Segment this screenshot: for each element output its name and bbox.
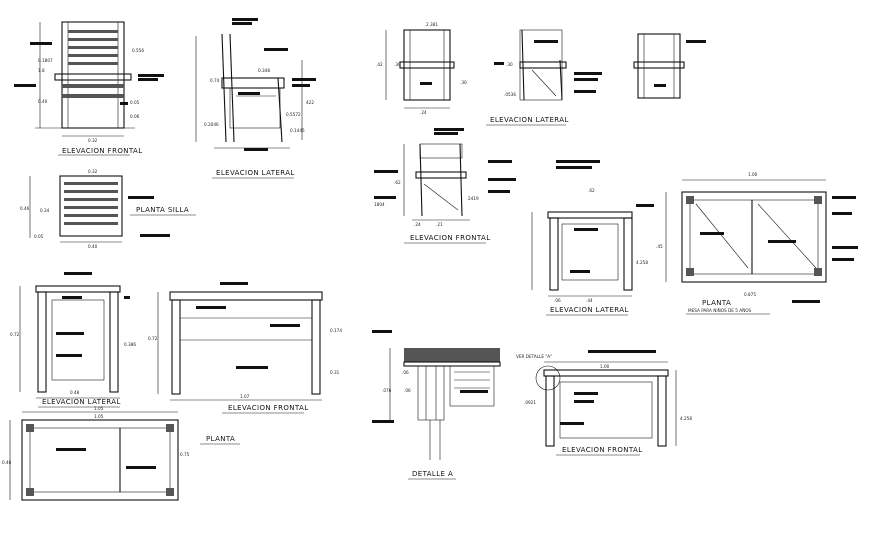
- dim-label: .0921: [524, 400, 536, 405]
- table-side-elevation: 0.72 0.48 ELEVACION LATERAL: [10, 272, 130, 408]
- dim-label: .45: [656, 244, 663, 249]
- dim-label: 0.32: [88, 138, 98, 143]
- dim-label: .62: [394, 180, 401, 185]
- dim-label: 1.05: [94, 414, 104, 419]
- dim-label: .076: [382, 388, 392, 393]
- dim-label: .06: [404, 388, 411, 393]
- dim-label: 0.1807: [38, 58, 53, 63]
- dim-label: 0.05: [34, 234, 44, 239]
- chair-front-elevation: 0.556 0.1807 1.8 0.40 0.32 0.05 0.06 ELE…: [14, 21, 164, 156]
- dim-label: 1.8: [38, 68, 45, 73]
- dim-label: 0.72: [10, 332, 20, 337]
- chair-side-elevation: 0.74 0.348 0.5572 0.2046 0.1445 422 ELEV…: [195, 18, 316, 179]
- dim-label: .06: [554, 298, 561, 303]
- view-title: ELEVACION LATERAL: [490, 116, 569, 124]
- dim-label: .06: [402, 370, 409, 375]
- chair2-side-elevations: 2.381 .42 .30 .24 .30 .30 .0536 ELEVACIO…: [376, 22, 706, 126]
- view-title: ELEVACION FRONTAL: [410, 234, 491, 242]
- dim-label: 0.72: [148, 336, 158, 341]
- dim-label: 0.40: [38, 99, 48, 104]
- dim-label: .30: [506, 62, 513, 67]
- dim-label: 0.34: [40, 208, 50, 213]
- table-plan: 1.05 1.05 0.46 0.75 PLANTA: [2, 406, 240, 501]
- dim-label: 422: [306, 100, 314, 105]
- desk-side-elevation: .62 .06 .44 4.258 ELEVACION LATERAL: [531, 160, 654, 316]
- dim-label: 0.1445: [290, 128, 305, 133]
- dim-label: 0.31: [330, 370, 340, 375]
- view-title: ELEVACION FRONTAL: [562, 446, 643, 454]
- dim-label: 0.32: [88, 169, 98, 174]
- dim-label: 2419: [468, 196, 479, 201]
- view-title: DETALLE A: [412, 470, 453, 478]
- detail-callout: VER DETALLE "A": [516, 354, 552, 359]
- chair-plan: 0.32 0.34 0.40 0.46 0.05 PLANTA SILLA: [20, 169, 196, 249]
- dim-label: 1.00: [600, 364, 610, 369]
- dim-label: 2.381: [426, 22, 438, 27]
- dim-label: 0.2046: [204, 122, 219, 127]
- view-title: ELEVACION LATERAL: [42, 398, 121, 406]
- desk-front-elevation: VER DETALLE "A" 1.00 .0921 4.258 ELEVACI…: [516, 350, 692, 456]
- dim-label: 0.46: [20, 206, 30, 211]
- dim-label: .21: [436, 222, 443, 227]
- dim-label: .44: [586, 298, 593, 303]
- dim-label: 0.5572: [286, 112, 301, 117]
- dim-label: .24: [420, 110, 427, 115]
- dim-label: 1.00: [748, 172, 758, 177]
- dim-label: 0.875: [744, 292, 756, 297]
- dim-label: 4.258: [636, 260, 648, 265]
- view-title: ELEVACION LATERAL: [550, 306, 629, 314]
- dim-label: 1804: [374, 202, 385, 207]
- view-subtitle: MESA PARA NIÑOS DE 5 AÑOS: [688, 308, 752, 313]
- dim-label: 0.46: [2, 460, 12, 465]
- dim-label: .62: [588, 188, 595, 193]
- dim-label: 0.386: [124, 342, 136, 347]
- dim-label: 0.48: [70, 390, 80, 395]
- view-title: PLANTA SILLA: [136, 206, 189, 214]
- dim-label: 4.258: [680, 416, 692, 421]
- dim-label: 0.174: [330, 328, 342, 333]
- desk-plan: 1.00 0.875 .45 PLANTA MESA PARA NIÑOS DE…: [656, 172, 858, 315]
- dim-label: .42: [376, 62, 383, 67]
- detail-a: .076 .06 .06 DETALLE A: [372, 330, 501, 480]
- dim-label: 0.74: [210, 78, 220, 83]
- dim-label: .30: [394, 62, 401, 67]
- view-title: ELEVACION FRONTAL: [228, 404, 309, 412]
- view-title: PLANTA: [206, 435, 235, 443]
- dim-label: 0.05: [130, 100, 140, 105]
- dim-label: 0.556: [132, 48, 144, 53]
- dim-label: .0536: [504, 92, 516, 97]
- dim-label: .24: [414, 222, 421, 227]
- view-title: PLANTA: [702, 299, 731, 307]
- dim-label: 1.05: [94, 406, 104, 411]
- view-title: ELEVACION LATERAL: [216, 169, 295, 177]
- dim-label: 0.40: [88, 244, 98, 249]
- dim-label: 0.75: [180, 452, 190, 457]
- table-front-elevation: 0.72 0.174 0.386 0.31 1.07 ELEVACION FRO…: [124, 282, 342, 414]
- chair2-front-elevation: .62 1804 .24 .21 2419 ELEVACION FRONTAL: [374, 128, 516, 244]
- dim-label: .30: [460, 80, 467, 85]
- dim-label: 0.348: [258, 68, 270, 73]
- view-title: ELEVACION FRONTAL: [62, 147, 143, 155]
- dim-label: 1.07: [240, 394, 250, 399]
- dim-label: 0.06: [130, 114, 140, 119]
